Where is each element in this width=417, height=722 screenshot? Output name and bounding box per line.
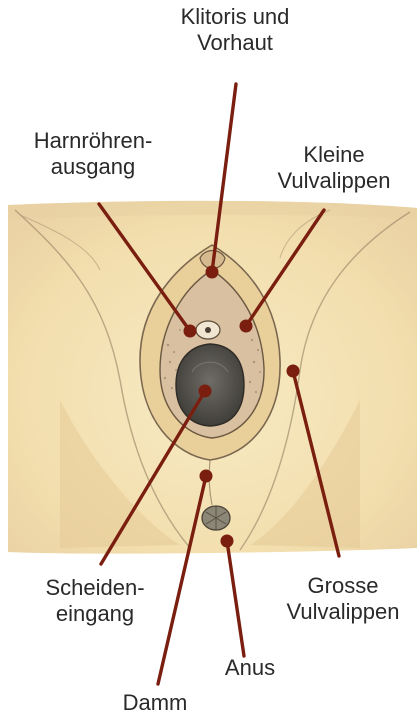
label-harnroehre-line2: ausgang	[8, 154, 178, 180]
dot-kleine	[240, 320, 253, 333]
label-klitoris: Klitoris und Vorhaut	[150, 4, 320, 56]
dot-klitoris	[206, 266, 219, 279]
label-grosse-line1: Grosse	[270, 573, 416, 599]
leader-anus	[227, 541, 244, 656]
label-damm-line1: Damm	[100, 690, 210, 716]
label-grosse: Grosse Vulvalippen	[270, 573, 416, 625]
label-harnroehre-line1: Harnröhren-	[8, 128, 178, 154]
label-scheide-line1: Scheiden-	[20, 575, 170, 601]
label-scheide-line2: eingang	[20, 601, 170, 627]
vaginal-opening-shape	[176, 344, 244, 426]
label-grosse-line2: Vulvalippen	[270, 599, 416, 625]
dot-scheide	[199, 385, 212, 398]
label-klitoris-line2: Vorhaut	[150, 30, 320, 56]
label-kleine: Kleine Vulvalippen	[255, 142, 413, 194]
label-scheide: Scheiden- eingang	[20, 575, 170, 627]
label-anus-line1: Anus	[200, 655, 300, 681]
illustration	[8, 201, 417, 554]
dot-harnroehre	[184, 325, 197, 338]
dot-damm	[200, 470, 213, 483]
urethra-center	[205, 327, 211, 333]
dot-grosse	[287, 365, 300, 378]
dot-anus	[221, 535, 234, 548]
label-damm: Damm	[100, 690, 210, 716]
label-klitoris-line1: Klitoris und	[150, 4, 320, 30]
label-anus: Anus	[200, 655, 300, 681]
label-harnroehre: Harnröhren- ausgang	[8, 128, 178, 180]
label-kleine-line2: Vulvalippen	[255, 168, 413, 194]
label-kleine-line1: Kleine	[255, 142, 413, 168]
